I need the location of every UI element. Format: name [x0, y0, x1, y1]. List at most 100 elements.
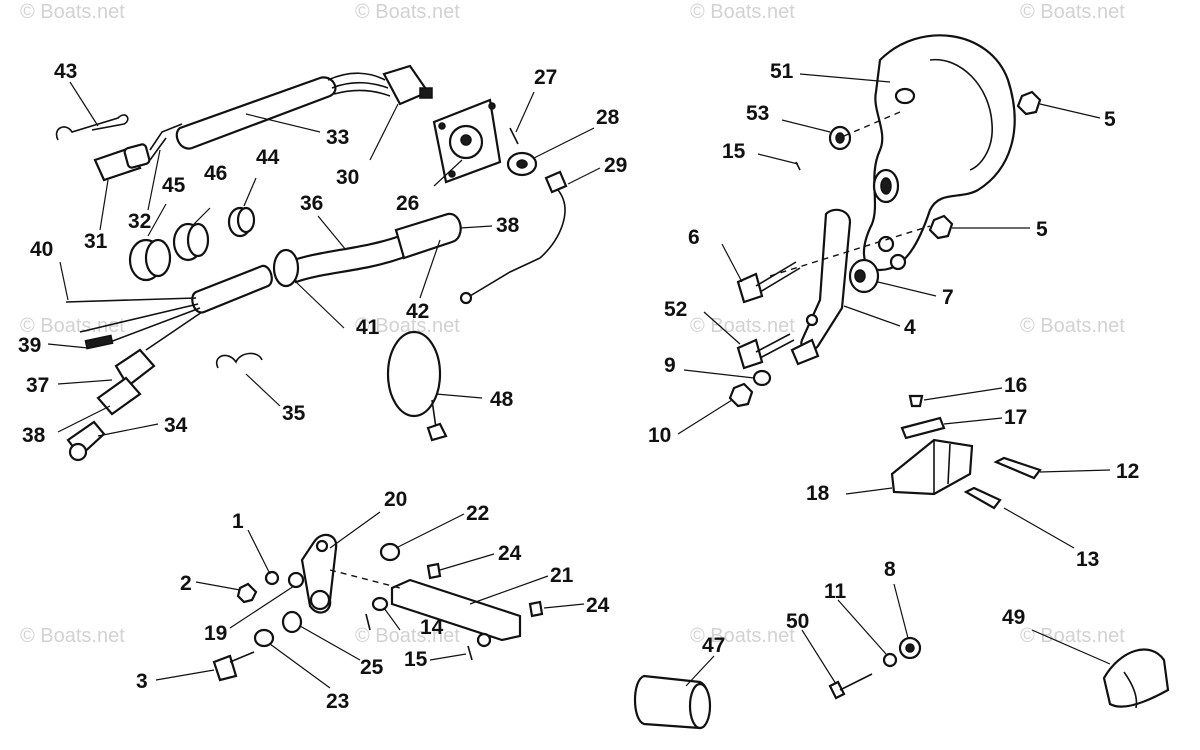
callout-44: 44	[256, 146, 280, 169]
screw-part	[528, 600, 544, 618]
harness-sleeve-part	[175, 76, 337, 150]
cable-clamp-part	[890, 438, 974, 496]
tie-strap-part	[386, 330, 442, 418]
callout-31: 31	[84, 230, 108, 253]
callout-42: 42	[406, 300, 429, 323]
bushing-part	[287, 571, 305, 589]
bolt-part	[212, 654, 238, 682]
cap-part	[1102, 648, 1170, 708]
watermark: © Boats.net	[355, 625, 460, 647]
callout-53: 53	[746, 102, 769, 125]
callout-21: 21	[550, 564, 574, 587]
watermark: © Boats.net	[20, 625, 125, 647]
callout-22: 22	[466, 502, 489, 525]
bolt-part	[736, 338, 764, 370]
watermark: © Boats.net	[1020, 1, 1125, 23]
callout-46: 46	[204, 162, 227, 185]
nut-part	[236, 582, 258, 604]
callout-49: 49	[1002, 606, 1025, 629]
watermark: © Boats.net	[355, 1, 460, 23]
callouts: 43 31 32 45 46 44 33 30 26 27 28 29 36 3…	[18, 60, 1139, 713]
callout-5: 5	[1036, 218, 1048, 241]
callout-47: 47	[702, 634, 725, 657]
callout-11: 11	[824, 580, 847, 603]
callout-3: 3	[136, 670, 148, 693]
screw-part	[993, 456, 1042, 480]
callout-13: 13	[1076, 548, 1099, 571]
washer-part	[371, 596, 389, 612]
callout-1: 1	[232, 510, 244, 533]
callout-38: 38	[22, 424, 46, 447]
watermark: © Boats.net	[690, 1, 795, 23]
watermark: © Boats.net	[690, 625, 795, 647]
callout-30: 30	[336, 166, 359, 189]
washer-part	[264, 570, 280, 586]
cable-grommet-part	[272, 248, 300, 288]
linkage-assembly	[212, 533, 544, 682]
callout-15: 15	[722, 140, 746, 163]
callout-29: 29	[604, 154, 627, 177]
callout-20: 20	[384, 488, 407, 511]
callout-33: 33	[326, 126, 349, 149]
callout-17: 17	[1004, 406, 1027, 429]
callout-6: 6	[688, 226, 700, 249]
bracket-assembly	[728, 34, 1042, 408]
watermark: © Boats.net	[1020, 315, 1125, 337]
callout-41: 41	[356, 316, 380, 339]
callout-27: 27	[534, 66, 557, 89]
terminal-sleeve-part	[96, 376, 142, 416]
callout-52: 52	[664, 298, 687, 321]
callout-34: 34	[164, 414, 188, 437]
callout-12: 12	[1116, 460, 1139, 483]
callout-36: 36	[300, 192, 323, 215]
watermark: © Boats.net	[355, 315, 460, 337]
cable-clamp-assembly	[890, 394, 1042, 510]
callout-50: 50	[786, 610, 809, 633]
spacer-part	[281, 610, 303, 634]
callout-35: 35	[282, 402, 306, 425]
watermark: © Boats.net	[20, 315, 125, 337]
callout-32: 32	[128, 210, 151, 233]
callout-15: 15	[404, 648, 428, 671]
shim-plate-part	[900, 416, 946, 440]
leader-lines	[47, 73, 1111, 689]
washer-part	[253, 628, 275, 648]
callout-45: 45	[162, 174, 186, 197]
screw-part	[426, 562, 442, 580]
callout-24: 24	[498, 542, 522, 565]
callout-8: 8	[884, 558, 896, 581]
callout-25: 25	[360, 656, 384, 679]
screw-part	[828, 680, 846, 700]
cable-part	[286, 234, 409, 284]
callout-18: 18	[806, 482, 830, 505]
watermark-layer: © Boats.net © Boats.net © Boats.net © Bo…	[20, 1, 1125, 647]
callout-38: 38	[496, 214, 520, 237]
callout-43: 43	[54, 60, 77, 83]
callout-26: 26	[396, 192, 419, 215]
misc-parts	[634, 636, 1170, 730]
wire-clip-part	[215, 352, 263, 369]
ring-terminal-lead-part	[469, 257, 541, 297]
callout-10: 10	[648, 424, 671, 447]
callout-51: 51	[770, 60, 794, 83]
callout-9: 9	[664, 354, 676, 377]
nut-part	[928, 214, 954, 240]
callout-37: 37	[26, 374, 49, 397]
callout-40: 40	[30, 238, 53, 261]
wiring-assembly	[55, 64, 568, 462]
callout-28: 28	[596, 106, 620, 129]
wire-sleeve-part	[191, 264, 273, 314]
hairpin-clip-part	[55, 114, 129, 141]
watermark: © Boats.net	[690, 315, 795, 337]
callout-39: 39	[18, 334, 41, 357]
watermark: © Boats.net	[1020, 625, 1125, 647]
screw-part	[963, 486, 1002, 510]
nut-part	[728, 382, 754, 408]
washer-part	[752, 369, 772, 387]
throttle-arm-part	[800, 208, 852, 352]
callout-4: 4	[904, 316, 916, 339]
callout-14: 14	[420, 616, 444, 639]
screw-part	[908, 394, 924, 408]
callout-5: 5	[1104, 108, 1116, 131]
